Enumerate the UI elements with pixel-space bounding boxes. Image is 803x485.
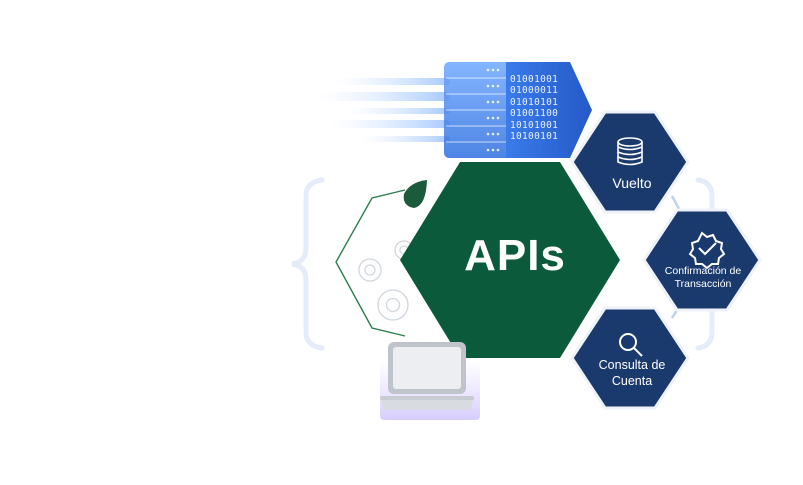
center-hexagon (400, 162, 620, 358)
binary-line: 01000011 (510, 85, 559, 97)
binary-line: 10100101 (510, 131, 559, 143)
check-badge-icon (688, 231, 726, 270)
laptop-icon (380, 342, 480, 420)
confirmacion-label: Confirmación de Transacción (664, 265, 742, 291)
binary-line: 01010101 (510, 96, 559, 108)
confirmacion-hexagon (642, 208, 762, 312)
gears-icon (358, 240, 414, 321)
coin-stack-icon (617, 137, 643, 166)
data-arrow-panel (506, 62, 592, 158)
center-title: APIs (464, 231, 566, 280)
binary-stream: 01001001 01000011 01010101 01001100 1010… (510, 74, 576, 142)
binary-line: 01001100 (510, 108, 559, 120)
leaf-icon (403, 180, 427, 208)
left-brace (291, 177, 325, 351)
server-rack-icon (444, 62, 512, 158)
magnifier-icon (619, 333, 643, 357)
gear-panel (335, 189, 406, 337)
data-streaks (318, 78, 450, 142)
consulta-hexagon (570, 306, 690, 410)
consulta-label: Consulta de Cuenta (598, 358, 666, 388)
vuelto-label: Vuelto (612, 175, 652, 191)
binary-line: 01001001 (510, 74, 559, 85)
vuelto-hexagon (570, 110, 690, 214)
binary-line: 10101001 (510, 119, 559, 131)
